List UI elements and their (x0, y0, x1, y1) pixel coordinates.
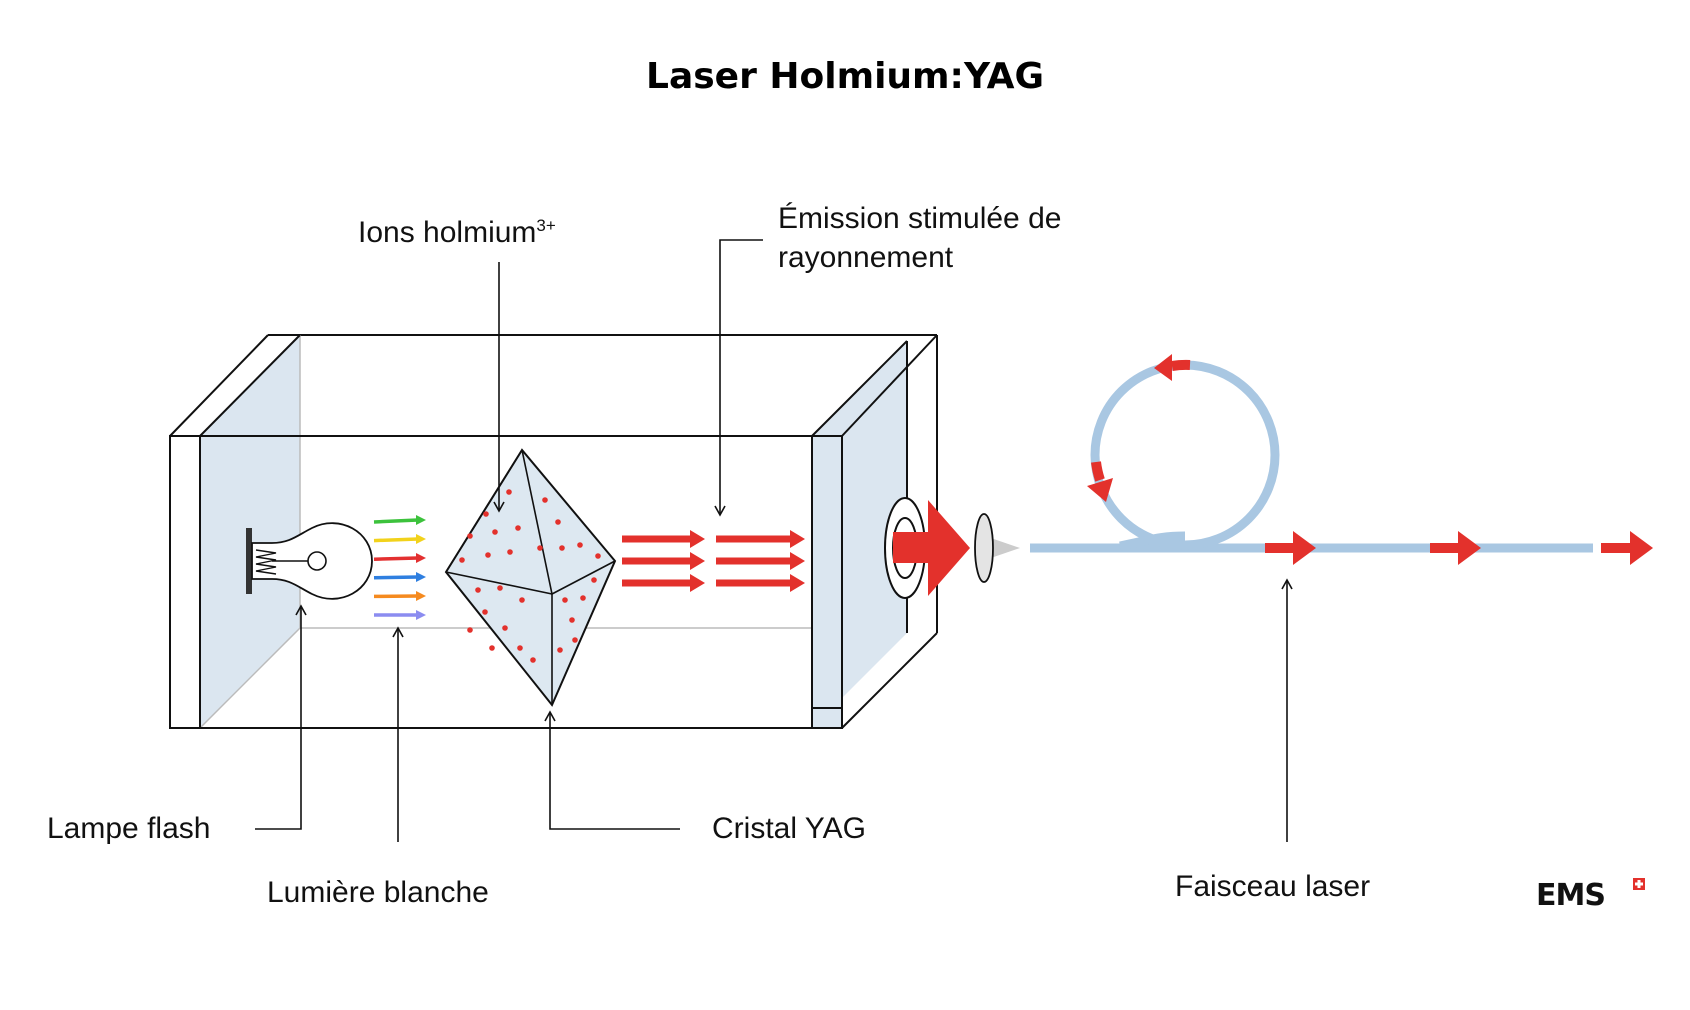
emission-arrow (622, 574, 705, 592)
emission-arrow (716, 552, 805, 570)
ion-dot (497, 585, 503, 591)
output-beam-arrow (893, 500, 970, 596)
emission-arrow (716, 530, 805, 548)
laser-beam-label: Faisceau laser (1175, 870, 1370, 903)
ion-dot (475, 587, 481, 593)
ion-dot (517, 645, 523, 651)
ion-dot (482, 609, 488, 615)
ion-dot (557, 647, 563, 653)
flash-lamp-icon (246, 522, 373, 600)
ion-dot (542, 497, 548, 503)
ion-dot (569, 617, 575, 623)
spectrum-arrow (373, 553, 426, 563)
spectrum-arrow (373, 572, 426, 582)
ion-dot (530, 657, 536, 663)
yag-crystal-label: Cristal YAG (712, 812, 866, 845)
white-light-label: Lumière blanche (267, 876, 489, 909)
ion-dot (506, 489, 512, 495)
holmium-ions (459, 489, 601, 663)
right-mirror-front (812, 436, 842, 728)
spectrum-arrow (373, 515, 426, 525)
ion-dot (515, 525, 521, 531)
emission-arrow (622, 530, 705, 548)
ion-dot (559, 545, 565, 551)
flash-lamp-label: Lampe flash (47, 812, 210, 845)
white-light-spectrum (373, 515, 426, 620)
ion-dot (459, 557, 465, 563)
stimulated-emission-label-line2: rayonnement (778, 241, 954, 274)
ion-dot (537, 545, 543, 551)
ion-dot (507, 549, 513, 555)
diagram-title: Laser Holmium:YAG (646, 56, 1044, 97)
ions-holmium-label: Ions holmium3+ (358, 216, 556, 249)
emission-arrow (622, 552, 705, 570)
yag-crystal (444, 448, 617, 707)
fiber-beam-arrows (1087, 354, 1653, 565)
ems-logo-text: EMS (1536, 878, 1605, 913)
ion-dot (489, 645, 495, 651)
ion-dot (502, 625, 508, 631)
ion-dot (595, 553, 601, 559)
ion-dot (492, 529, 498, 535)
ion-dot (580, 595, 586, 601)
ion-dot (555, 519, 561, 525)
focusing-lens-icon (974, 513, 1020, 583)
stimulated-emission-arrows (622, 530, 805, 592)
ion-dot (562, 597, 568, 603)
optical-fiber (1030, 360, 1593, 553)
laser-cavity-box (169, 334, 938, 729)
spectrum-arrow (373, 591, 426, 601)
ion-dot (467, 533, 473, 539)
ion-dot (591, 577, 597, 583)
ion-dot (572, 637, 578, 643)
emission-arrow (716, 574, 805, 592)
ion-dot (577, 542, 583, 548)
leader-lines (255, 239, 1293, 842)
ion-dot (485, 552, 491, 558)
ion-dot (467, 627, 473, 633)
spectrum-arrow (374, 610, 426, 620)
stimulated-emission-label-line1: Émission stimulée de (778, 202, 1061, 235)
ion-dot (483, 511, 489, 517)
ems-logo: EMS (1536, 878, 1645, 913)
ion-dot (519, 597, 525, 603)
spectrum-arrow (373, 534, 426, 544)
